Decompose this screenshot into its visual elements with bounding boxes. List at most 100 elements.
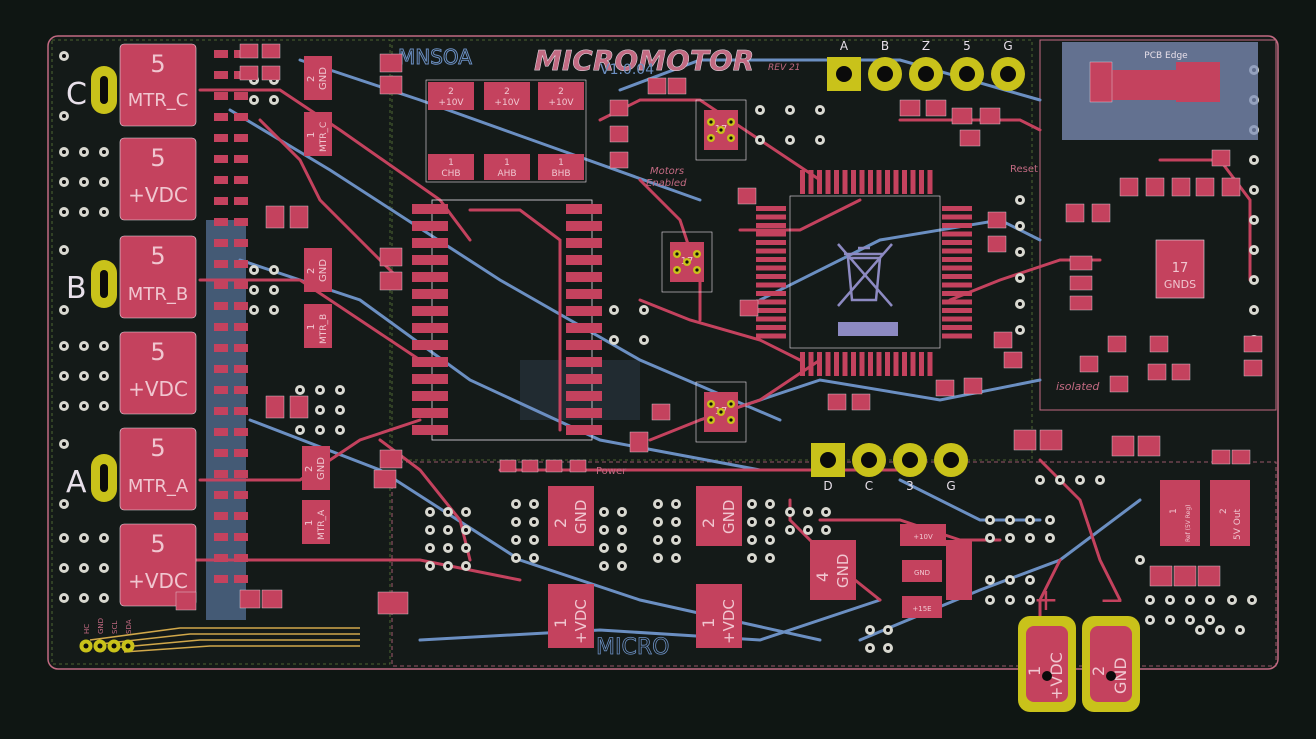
mcu-pin — [885, 170, 890, 194]
cap-pad-bottom-2[interactable]: 1 BHB — [538, 154, 584, 180]
i2c-pin-0[interactable]: HC — [79, 624, 93, 653]
mcu-pin — [942, 274, 972, 279]
smd-component — [261, 589, 283, 609]
power-pad-vdc-0[interactable]: 1 +VDC — [548, 584, 594, 648]
power-pad-gnd-1[interactable]: 2 GND — [696, 486, 742, 546]
smd-pad — [234, 155, 248, 163]
svg-text:GND: GND — [720, 500, 738, 534]
cap-pad-bottom-1[interactable]: 1 AHB — [484, 154, 530, 180]
smd-component — [373, 469, 397, 489]
encoder-header-pin-1[interactable]: B — [868, 39, 902, 91]
svg-text:CHB: CHB — [441, 169, 460, 179]
ic-pad — [566, 340, 602, 350]
small-regulator[interactable]: +10V GND +15E — [900, 524, 972, 618]
svg-text:5V Out: 5V Out — [1233, 508, 1243, 540]
smd-pad — [234, 113, 248, 121]
power-pad-gnd-0[interactable]: 2 GND — [548, 486, 594, 546]
power-pad-vdc-1[interactable]: 1 +VDC — [696, 584, 742, 648]
power-input-vdc[interactable]: + 1 +VDC — [1018, 583, 1076, 712]
mcu-pin — [808, 170, 814, 194]
mcu-pin — [800, 352, 805, 376]
svg-text:MTR_A: MTR_A — [317, 509, 327, 540]
mcu-pin — [942, 316, 972, 322]
svg-text:MTR_C: MTR_C — [319, 122, 329, 152]
ic-pad — [566, 391, 602, 401]
mcu-pin — [910, 352, 916, 376]
smd-component — [1069, 275, 1093, 291]
power-input-gnd[interactable]: − 2 GND — [1082, 583, 1140, 712]
svg-text:GND: GND — [318, 259, 329, 282]
svg-text:2: 2 — [1089, 666, 1108, 676]
motor-pad-4[interactable]: 5 MTR_A — [119, 427, 197, 511]
board-zone-iso — [1039, 39, 1277, 411]
encoder-header-pin-0[interactable]: A — [827, 39, 861, 91]
i2c-pin-1[interactable]: GND — [93, 618, 107, 653]
motors-enabled-label-line1: Motors — [650, 166, 684, 177]
gate-driver-ic — [412, 199, 602, 441]
svg-text:+10V: +10V — [913, 533, 933, 541]
mcu-pin — [825, 170, 831, 194]
encoder-header-pin-4[interactable]: G — [991, 39, 1025, 91]
smd-component — [1173, 565, 1197, 587]
smd-component — [827, 393, 847, 411]
encoder-header-pin-2[interactable]: Z — [909, 39, 943, 91]
cap-pad-bottom-0[interactable]: 1 CHB — [428, 154, 474, 180]
reg-pad-ref[interactable]: 1 Ref (5V Reg) — [1160, 480, 1200, 546]
isolator-chip[interactable]: 17 GNDS — [1155, 239, 1205, 299]
ic-pad — [566, 255, 602, 265]
smd-pad — [214, 575, 228, 583]
ic-pad — [412, 221, 448, 231]
mcu-pin — [942, 333, 972, 339]
motor-pad-1[interactable]: 5 +VDC — [119, 137, 197, 221]
hall-header-pin-1[interactable]: C — [852, 443, 886, 493]
smd-pad — [234, 407, 248, 415]
encoder-header-pin-3[interactable]: 5 — [950, 39, 984, 91]
reg-pad-5v-out[interactable]: 2 5V Out — [1210, 480, 1250, 546]
svg-text:+: + — [1033, 583, 1058, 618]
mcu-pin — [942, 223, 972, 228]
hall-header-pin-0[interactable]: D — [811, 443, 845, 493]
mcu-pin — [756, 291, 786, 296]
i2c-pin-2[interactable]: SCL — [107, 621, 121, 653]
smd-component — [609, 151, 629, 169]
smd-component — [265, 205, 285, 229]
smd-pad — [214, 176, 228, 184]
motor-pad-3[interactable]: 5 +VDC — [119, 331, 197, 415]
mosfet-b[interactable]: 2 GND 1 MTR_B — [304, 248, 332, 348]
mcu-pin — [834, 170, 839, 194]
smd-component — [935, 379, 955, 397]
cap-pad-top-0[interactable]: 2 +10V — [428, 82, 474, 110]
smd-pad — [234, 239, 248, 247]
mcu-pin — [942, 231, 972, 237]
smd-pad — [214, 491, 228, 499]
svg-text:5: 5 — [150, 144, 165, 172]
smd-pad — [234, 428, 248, 436]
smd-component — [1137, 435, 1161, 457]
i2c-pin-3[interactable]: SDA — [121, 619, 135, 653]
svg-text:+10V: +10V — [438, 98, 464, 108]
mcu-pin — [885, 352, 890, 376]
power-pad-gnd-2[interactable]: 4 GND — [810, 540, 856, 600]
smd-component — [377, 591, 409, 615]
smd-pad — [214, 71, 228, 79]
mosfet-a[interactable]: 2 GND 1 MTR_A — [302, 446, 330, 544]
motor-pad-2[interactable]: 5 MTR_B — [119, 235, 197, 319]
svg-text:+10V: +10V — [548, 98, 574, 108]
svg-text:1: 1 — [504, 158, 510, 168]
motor-solder-lugs — [91, 66, 117, 502]
smd-component — [379, 271, 403, 291]
mcu-pin — [756, 333, 786, 339]
hall-header-pin-3[interactable]: G — [934, 443, 968, 493]
svg-text:GND: GND — [572, 500, 590, 534]
cap-pad-top-2[interactable]: 2 +10V — [538, 82, 584, 110]
svg-text:GNDS: GNDS — [1164, 278, 1196, 291]
ic-pad — [566, 408, 602, 418]
cap-pad-top-1[interactable]: 2 +10V — [484, 82, 530, 110]
motor-pad-5[interactable]: 5 +VDC — [119, 523, 197, 607]
mosfet-c[interactable]: 2 GND 1 MTR_C — [304, 56, 332, 156]
motor-pad-0[interactable]: 5 MTR_C — [119, 43, 197, 127]
smd-pad — [234, 365, 248, 373]
hall-header-pin-2[interactable]: 3 — [893, 443, 927, 493]
svg-text:2: 2 — [551, 518, 570, 528]
reset-label: Reset — [1010, 164, 1038, 175]
